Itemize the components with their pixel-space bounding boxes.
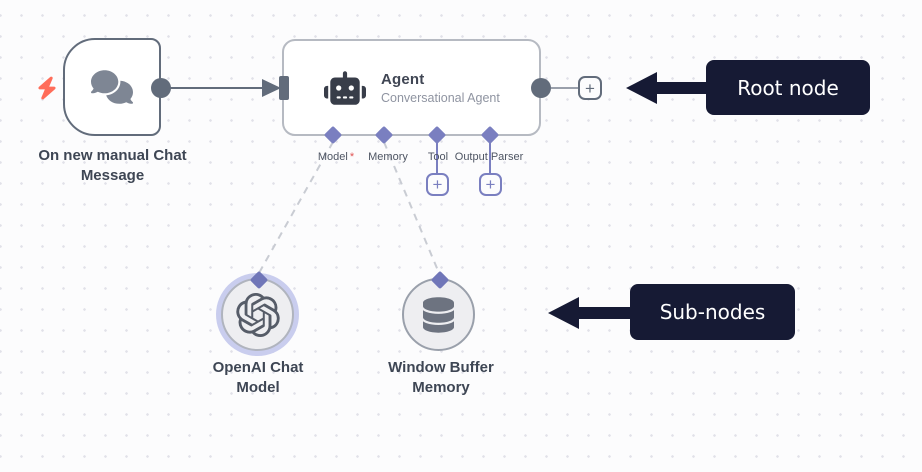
connector-label-tool: Tool — [427, 151, 449, 163]
plus-icon: + — [432, 175, 443, 194]
trigger-node-chat-message[interactable] — [63, 38, 161, 136]
lightning-bolt-icon — [37, 75, 57, 106]
database-icon — [423, 296, 454, 333]
connector-label-model: Model* — [317, 151, 355, 163]
robot-icon — [324, 70, 366, 105]
root-node-annotation-label: Root node — [737, 75, 839, 100]
connection-memory-to-window[interactable] — [383, 141, 440, 274]
add-node-button[interactable]: + — [578, 76, 602, 100]
agent-node-title: Agent — [381, 70, 425, 88]
openai-logo-icon — [235, 292, 280, 337]
trigger-node-label: On new manual Chat Message — [38, 147, 187, 184]
connector-label-output-parser: Output Parser — [454, 151, 524, 163]
root-node-annotation: Root node — [706, 60, 870, 115]
add-output-parser-button[interactable]: + — [479, 173, 502, 196]
sub-node-label-openai: OpenAI Chat Model — [212, 359, 304, 396]
add-tool-button[interactable]: + — [426, 173, 449, 196]
sub-nodes-annotation-label: Sub-nodes — [659, 300, 766, 324]
chat-bubbles-icon — [91, 70, 133, 104]
plus-icon: + — [585, 78, 595, 98]
connector-label-memory: Memory — [368, 151, 408, 163]
agent-node-subtitle: Conversational Agent — [381, 90, 500, 105]
plus-icon: + — [485, 175, 496, 194]
required-marker: * — [349, 151, 355, 163]
sub-node-window-buffer-memory[interactable] — [402, 278, 475, 351]
sub-nodes-annotation: Sub-nodes — [630, 284, 795, 340]
sub-node-openai-chat-model[interactable] — [221, 278, 294, 351]
agent-node[interactable]: Agent Conversational Agent — [282, 39, 541, 136]
sub-node-label-window: Window Buffer Memory — [388, 359, 494, 396]
